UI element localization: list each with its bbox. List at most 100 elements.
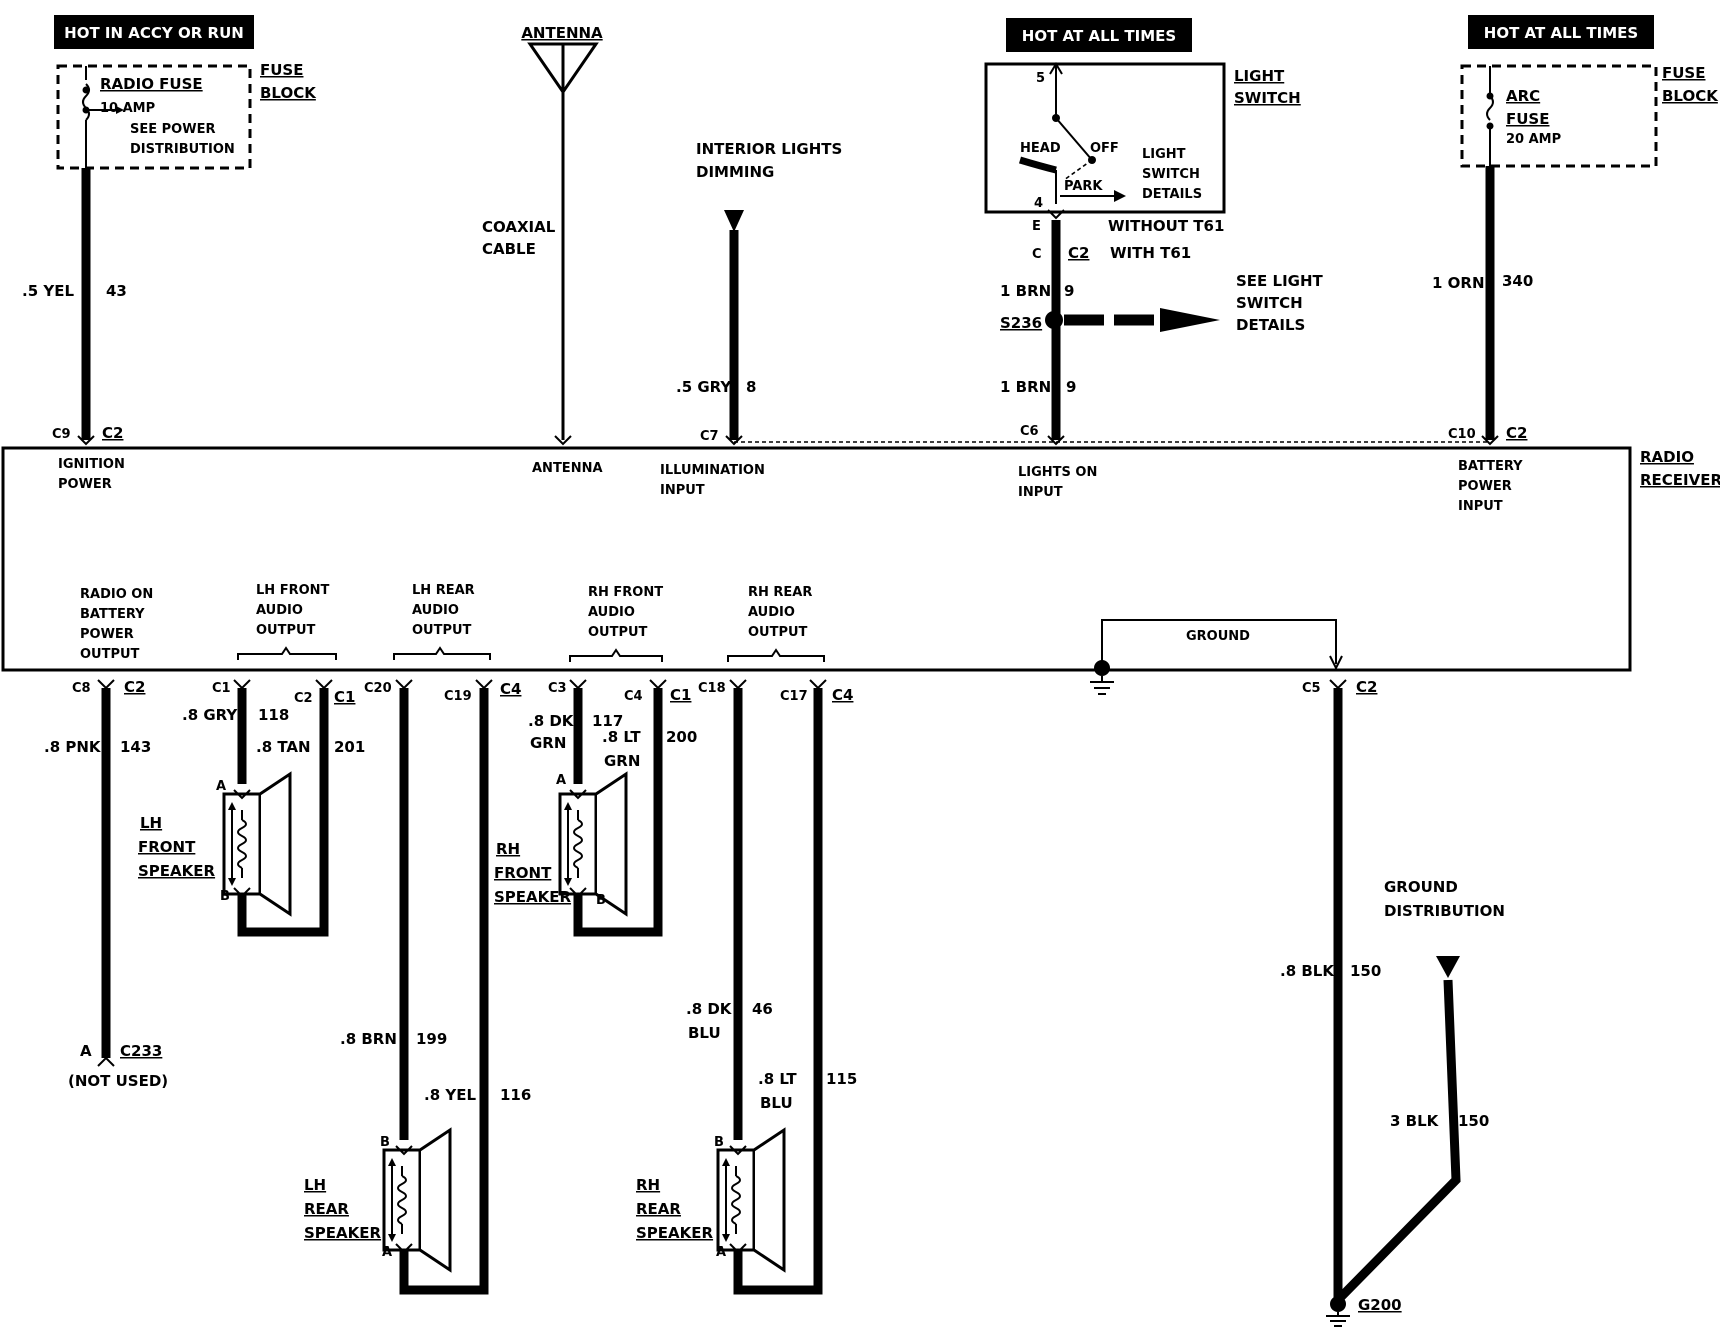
- diagram-label: COAXIAL: [482, 218, 556, 236]
- diagram-label: 5: [1036, 71, 1045, 86]
- diagram-label: HOT AT ALL TIMES: [1022, 27, 1176, 45]
- lh-front-speaker-icon: [222, 772, 292, 916]
- diagram-label: .8 PNK: [44, 738, 102, 756]
- diagram-label: C4: [832, 686, 853, 704]
- diagram-label: 117: [592, 712, 623, 730]
- fuse-icon: [1486, 95, 1494, 121]
- diagram-label: A: [716, 1245, 726, 1260]
- diagram-label: RADIO ON: [80, 587, 153, 602]
- diagram-label: POWER: [1458, 479, 1512, 494]
- diagram-label: INTERIOR LIGHTS: [696, 140, 842, 158]
- diagram-label: C19: [444, 689, 472, 704]
- diagram-label: AUDIO: [412, 603, 459, 618]
- diagram-label: .8 YEL: [424, 1086, 476, 1104]
- diagram-label: C2: [1356, 678, 1377, 696]
- diagram-label: GRN: [604, 752, 640, 770]
- diagram-label: AUDIO: [256, 603, 303, 618]
- diagram-label: A: [216, 779, 226, 794]
- diagram-label: C18: [698, 681, 726, 696]
- arrow-down-icon: [1436, 956, 1460, 978]
- diagram-label: A: [80, 1042, 92, 1060]
- diagram-label: 9: [1066, 378, 1076, 396]
- diagram-label: OUTPUT: [412, 623, 472, 638]
- diagram-label: BLOCK: [260, 84, 317, 102]
- diagram-label: C2: [124, 678, 145, 696]
- diagram-label: A: [382, 1245, 392, 1260]
- diagram-label: .8 DK: [528, 712, 575, 730]
- diagram-label: C233: [120, 1042, 162, 1060]
- rh-rear-speaker-circuit: C18 C17 C4 .8 DK BLU 46 .8 LT BLU 115 B …: [636, 679, 857, 1295]
- diagram-label: DISTRIBUTION: [1384, 902, 1505, 920]
- diagram-label: B: [220, 889, 230, 904]
- diagram-label: 20 AMP: [1506, 132, 1561, 147]
- diagram-label: G200: [1358, 1296, 1402, 1314]
- diagram-label: C7: [700, 429, 719, 444]
- lh-rear-speaker-icon: [382, 1128, 452, 1272]
- diagram-label: RH: [496, 840, 520, 858]
- diagram-label: .8 DK: [686, 1000, 733, 1018]
- diagram-label: POWER: [80, 627, 134, 642]
- diagram-label: LIGHT: [1234, 67, 1285, 85]
- diagram-label: INPUT: [1018, 485, 1063, 500]
- diagram-label: C17: [780, 689, 808, 704]
- arrow-right-icon: [1160, 308, 1220, 332]
- diagram-label: OUTPUT: [748, 625, 808, 640]
- arc-fuse-block: ARC FUSE 20 AMP FUSE BLOCK 1 ORN 340: [1432, 64, 1719, 440]
- diagram-label: C8: [72, 681, 91, 696]
- diagram-label: INPUT: [1458, 499, 1503, 514]
- diagram-label: C1: [670, 686, 691, 704]
- diagram-label: C3: [548, 681, 567, 696]
- diagram-label: 143: [120, 738, 151, 756]
- ground-circuit: C5 C2 .8 BLK 150 3 BLK 150 GROUND DISTRI…: [1280, 678, 1505, 1327]
- diagram-label: E: [1032, 219, 1041, 234]
- diagram-label: SWITCH: [1236, 294, 1303, 312]
- diagram-label: RECEIVER: [1640, 471, 1720, 489]
- diagram-label: RH FRONT: [588, 585, 663, 600]
- diagram-label: 150: [1458, 1112, 1489, 1130]
- diagram-label: C9: [52, 427, 71, 442]
- radio-fuse-label: RADIO FUSE: [100, 75, 203, 93]
- diagram-label: IGNITION: [58, 457, 125, 472]
- diagram-label: ANTENNA: [521, 24, 603, 42]
- diagram-label: .8 LT: [758, 1070, 797, 1088]
- diagram-label: SWITCH: [1142, 167, 1200, 182]
- diagram-label: SPEAKER: [494, 888, 572, 906]
- diagram-label: FUSE: [1506, 110, 1549, 128]
- diagram-label: RH: [636, 1176, 660, 1194]
- diagram-label: 200: [666, 728, 697, 746]
- diagram-label: SPEAKER: [138, 862, 216, 880]
- arrow-down-icon: [724, 210, 744, 232]
- diagram-label: OUTPUT: [80, 647, 140, 662]
- diagram-label: RADIO: [1640, 448, 1694, 466]
- diagram-label: B: [596, 893, 606, 908]
- header-hot-all-times-light-switch: HOT AT ALL TIMES: [1006, 18, 1192, 52]
- diagram-label: OFF: [1090, 141, 1119, 156]
- diagram-label: PARK: [1064, 179, 1103, 194]
- diagram-label: C10: [1448, 427, 1476, 442]
- light-switch: LIGHT SWITCH 5 HEAD OFF PARK 4 LIGHT SWI…: [984, 62, 1324, 440]
- diagram-label: DETAILS: [1142, 187, 1202, 202]
- diagram-label: HOT AT ALL TIMES: [1484, 24, 1638, 42]
- diagram-label: 3 BLK: [1390, 1112, 1440, 1130]
- wire-143: C8 C2 .8 PNK 143 A C233 (NOT USED): [44, 678, 168, 1090]
- interior-lights-dimming: INTERIOR LIGHTS DIMMING .5 GRY 8: [676, 140, 842, 440]
- diagram-label: FRONT: [138, 838, 196, 856]
- diagram-label: SPEAKER: [304, 1224, 382, 1242]
- diagram-label: OUTPUT: [588, 625, 648, 640]
- diagram-label: AUDIO: [588, 605, 635, 620]
- diagram-label: S236: [1000, 314, 1042, 332]
- diagram-label: 150: [1350, 962, 1381, 980]
- wire-43: .5 YEL 43: [22, 168, 127, 440]
- diagram-label: SWITCH: [1234, 89, 1301, 107]
- diagram-label: BATTERY: [1458, 459, 1523, 474]
- ground-icon: [1326, 1312, 1350, 1327]
- diagram-label: .8 TAN: [256, 738, 311, 756]
- diagram-label: 4: [1034, 196, 1043, 211]
- diagram-label: C1: [334, 688, 355, 706]
- diagram-label: C2: [1068, 244, 1089, 262]
- diagram-label: AUDIO: [748, 605, 795, 620]
- diagram-label: FUSE: [260, 61, 303, 79]
- diagram-label: LH REAR: [412, 583, 475, 598]
- diagram-label: FRONT: [494, 864, 552, 882]
